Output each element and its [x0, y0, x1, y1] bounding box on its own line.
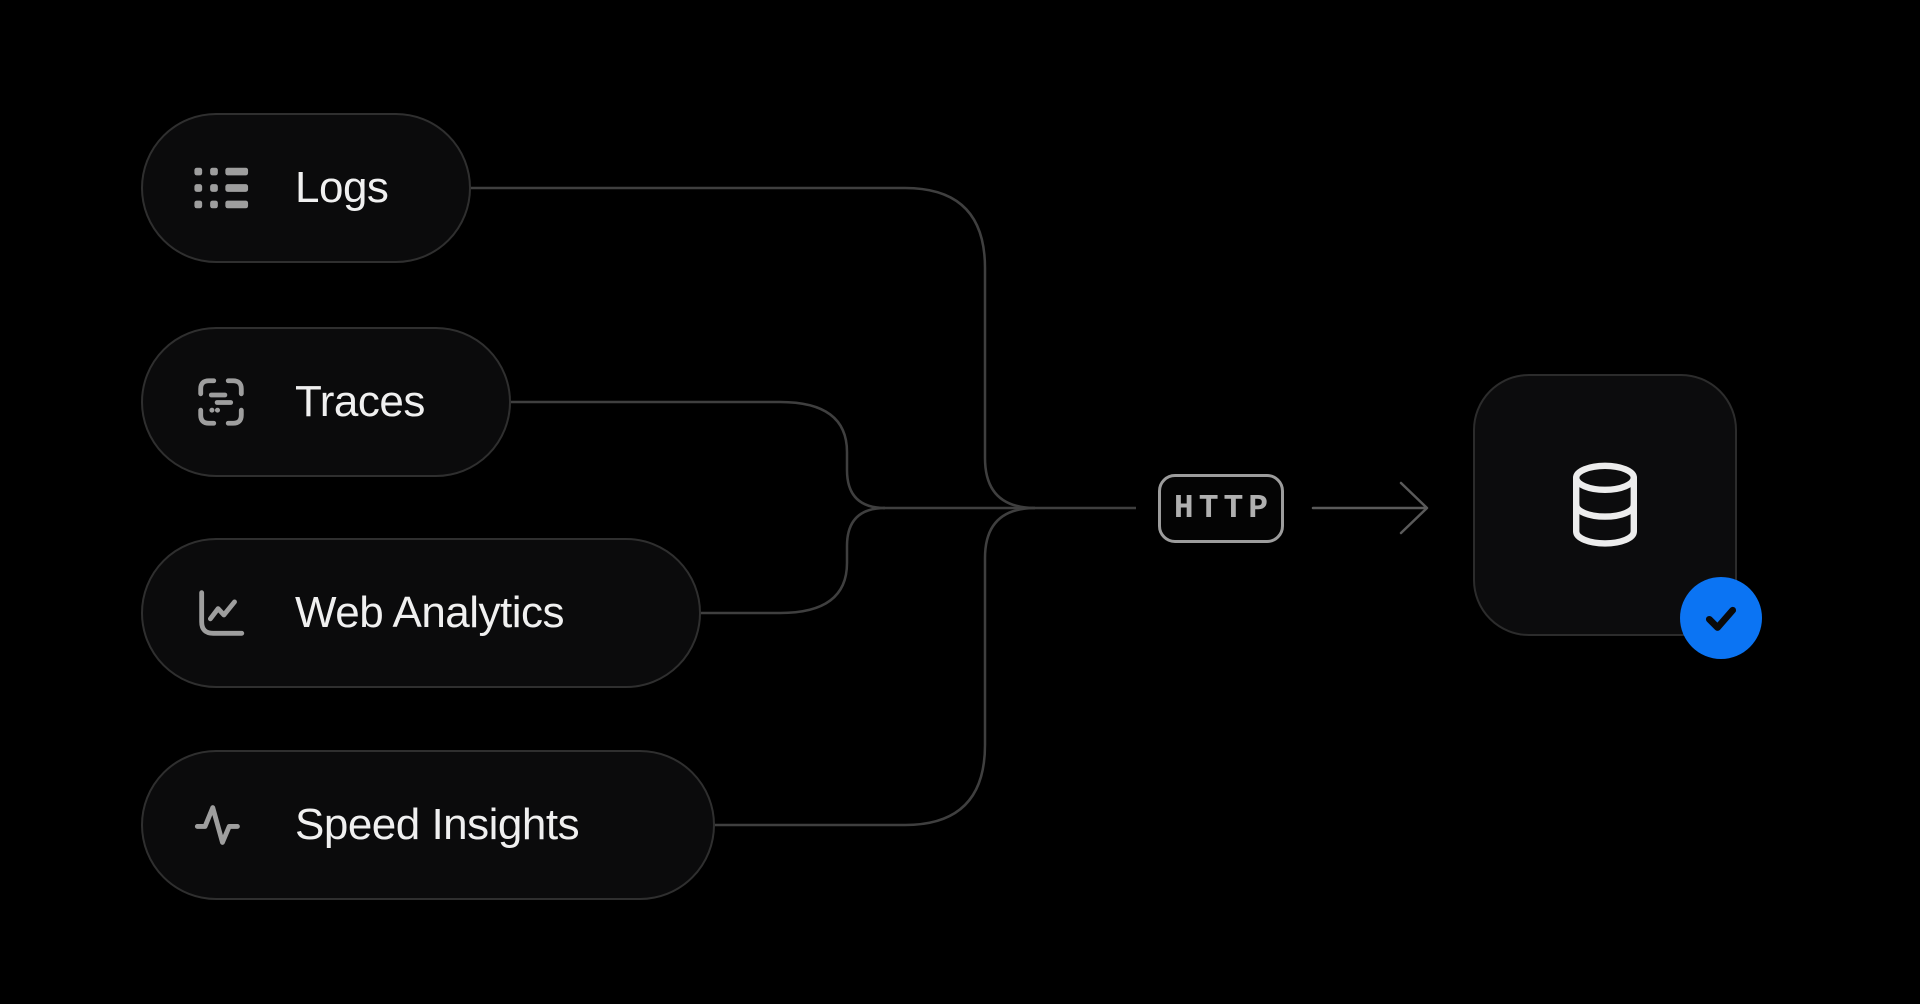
line-chart-icon	[199, 590, 245, 636]
logs-icon	[194, 167, 249, 209]
success-check-badge	[1680, 577, 1762, 659]
connector-web-analytics	[701, 506, 886, 615]
database-icon	[1573, 462, 1637, 547]
node-speed-insights: Speed Insights	[141, 750, 715, 900]
node-logs: Logs	[141, 113, 471, 263]
http-protocol-badge: HTTP	[1158, 474, 1284, 543]
arrow-icon	[1311, 481, 1429, 535]
pulse-icon	[194, 805, 240, 845]
connector-speed-insights	[715, 506, 1036, 827]
node-label: Web Analytics	[295, 588, 565, 637]
database-node	[1473, 374, 1762, 659]
http-protocol-label: HTTP	[1173, 490, 1274, 527]
connector-traces	[511, 400, 886, 510]
check-icon	[1705, 606, 1737, 631]
connector-logs	[471, 186, 1036, 510]
node-label: Speed Insights	[295, 800, 580, 849]
node-label: Traces	[295, 377, 425, 426]
node-traces: Traces	[141, 327, 511, 477]
traces-icon	[198, 378, 244, 426]
node-web-analytics: Web Analytics	[141, 538, 701, 688]
node-label: Logs	[295, 163, 389, 212]
